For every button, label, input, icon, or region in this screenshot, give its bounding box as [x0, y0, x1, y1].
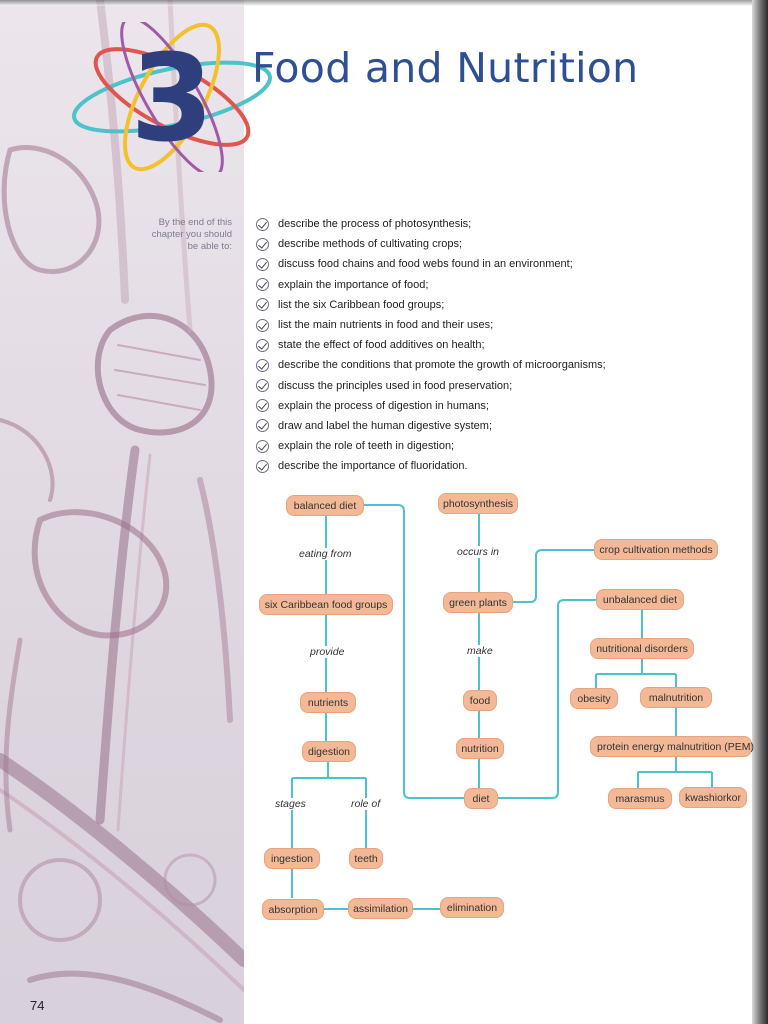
- objective-item: describe methods of cultivating crops;: [256, 234, 726, 254]
- check-circle-icon: [256, 358, 269, 372]
- page-number: 74: [30, 998, 45, 1013]
- node-ingestion: ingestion: [264, 848, 320, 869]
- connector-line: [637, 756, 713, 788]
- node-obesity: obesity: [570, 688, 618, 709]
- node-nutritional-disorders: nutritional disorders: [590, 638, 694, 659]
- cover-photo: [0, 0, 244, 1024]
- check-circle-icon: [256, 399, 269, 413]
- check-circle-icon: [256, 298, 269, 312]
- check-circle-icon: [256, 217, 269, 231]
- node-crop-cultivation-methods: crop cultivation methods: [594, 539, 718, 560]
- objective-item: draw and label the human digestive syste…: [256, 416, 726, 436]
- chapter-number-logo: 3: [62, 16, 282, 178]
- objective-item: list the main nutrients in food and thei…: [256, 315, 726, 335]
- connector-line: [512, 549, 594, 603]
- objective-item: explain the role of teeth in digestion;: [256, 436, 726, 456]
- check-circle-icon: [256, 318, 269, 332]
- objective-item: state the effect of food additives on he…: [256, 335, 726, 355]
- node-six-caribbean-food-groups: six Caribbean food groups: [259, 594, 393, 615]
- link-label-make: make: [465, 645, 495, 657]
- check-circle-icon: [256, 379, 269, 393]
- link-label-stages: stages: [273, 798, 308, 810]
- objectives-intro: By the end of this chapter you should be…: [151, 217, 232, 252]
- node-protein-energy-malnutrition: protein energy malnutrition (PEM): [590, 736, 754, 757]
- chapter-title: Food and Nutrition: [252, 44, 639, 92]
- node-marasmus: marasmus: [608, 788, 672, 809]
- node-diet: diet: [464, 788, 498, 809]
- link-label-provide: provide: [308, 646, 347, 658]
- check-circle-icon: [256, 338, 269, 352]
- connector-line: [291, 761, 367, 848]
- objective-item: discuss food chains and food webs found …: [256, 254, 726, 274]
- objectives-list: describe the process of photosynthesis; …: [256, 214, 726, 476]
- node-absorption: absorption: [262, 899, 324, 920]
- node-green-plants: green plants: [443, 592, 513, 613]
- node-nutrition: nutrition: [456, 738, 504, 759]
- check-circle-icon: [256, 278, 269, 292]
- link-label-role-of: role of: [349, 798, 383, 810]
- node-photosynthesis: photosynthesis: [438, 493, 518, 514]
- node-kwashiorkor: kwashiorkor: [679, 787, 747, 808]
- link-label-occurs-in: occurs in: [455, 546, 502, 558]
- check-circle-icon: [256, 419, 269, 433]
- connector-line: [364, 504, 466, 799]
- microscope-image: [0, 0, 244, 1023]
- node-digestion: digestion: [302, 741, 356, 762]
- node-elimination: elimination: [440, 897, 504, 918]
- node-assimilation: assimilation: [348, 898, 413, 919]
- connector-line: [595, 658, 677, 688]
- objective-item: explain the process of digestion in huma…: [256, 396, 726, 416]
- link-label-eating-from: eating from: [297, 548, 354, 560]
- objective-item: describe the importance of fluoridation.: [256, 456, 726, 476]
- orbit-rings-icon: 3: [72, 16, 272, 178]
- objective-item: discuss the principles used in food pres…: [256, 376, 726, 396]
- check-circle-icon: [256, 459, 269, 473]
- chapter-number: 3: [130, 30, 214, 169]
- objective-item: explain the importance of food;: [256, 275, 726, 295]
- book-binding-shadow: [752, 0, 768, 1024]
- node-malnutrition: malnutrition: [640, 687, 712, 708]
- node-teeth: teeth: [349, 848, 383, 869]
- check-circle-icon: [256, 439, 269, 453]
- node-balanced-diet: balanced diet: [286, 495, 364, 516]
- check-circle-icon: [256, 257, 269, 271]
- check-circle-icon: [256, 237, 269, 251]
- node-nutrients: nutrients: [300, 692, 356, 713]
- node-unbalanced-diet: unbalanced diet: [596, 589, 684, 610]
- objective-item: describe the process of photosynthesis;: [256, 214, 726, 234]
- objective-item: describe the conditions that promote the…: [256, 355, 726, 375]
- node-food: food: [463, 690, 497, 711]
- page-top-edge: [0, 0, 768, 6]
- objective-item: list the six Caribbean food groups;: [256, 295, 726, 315]
